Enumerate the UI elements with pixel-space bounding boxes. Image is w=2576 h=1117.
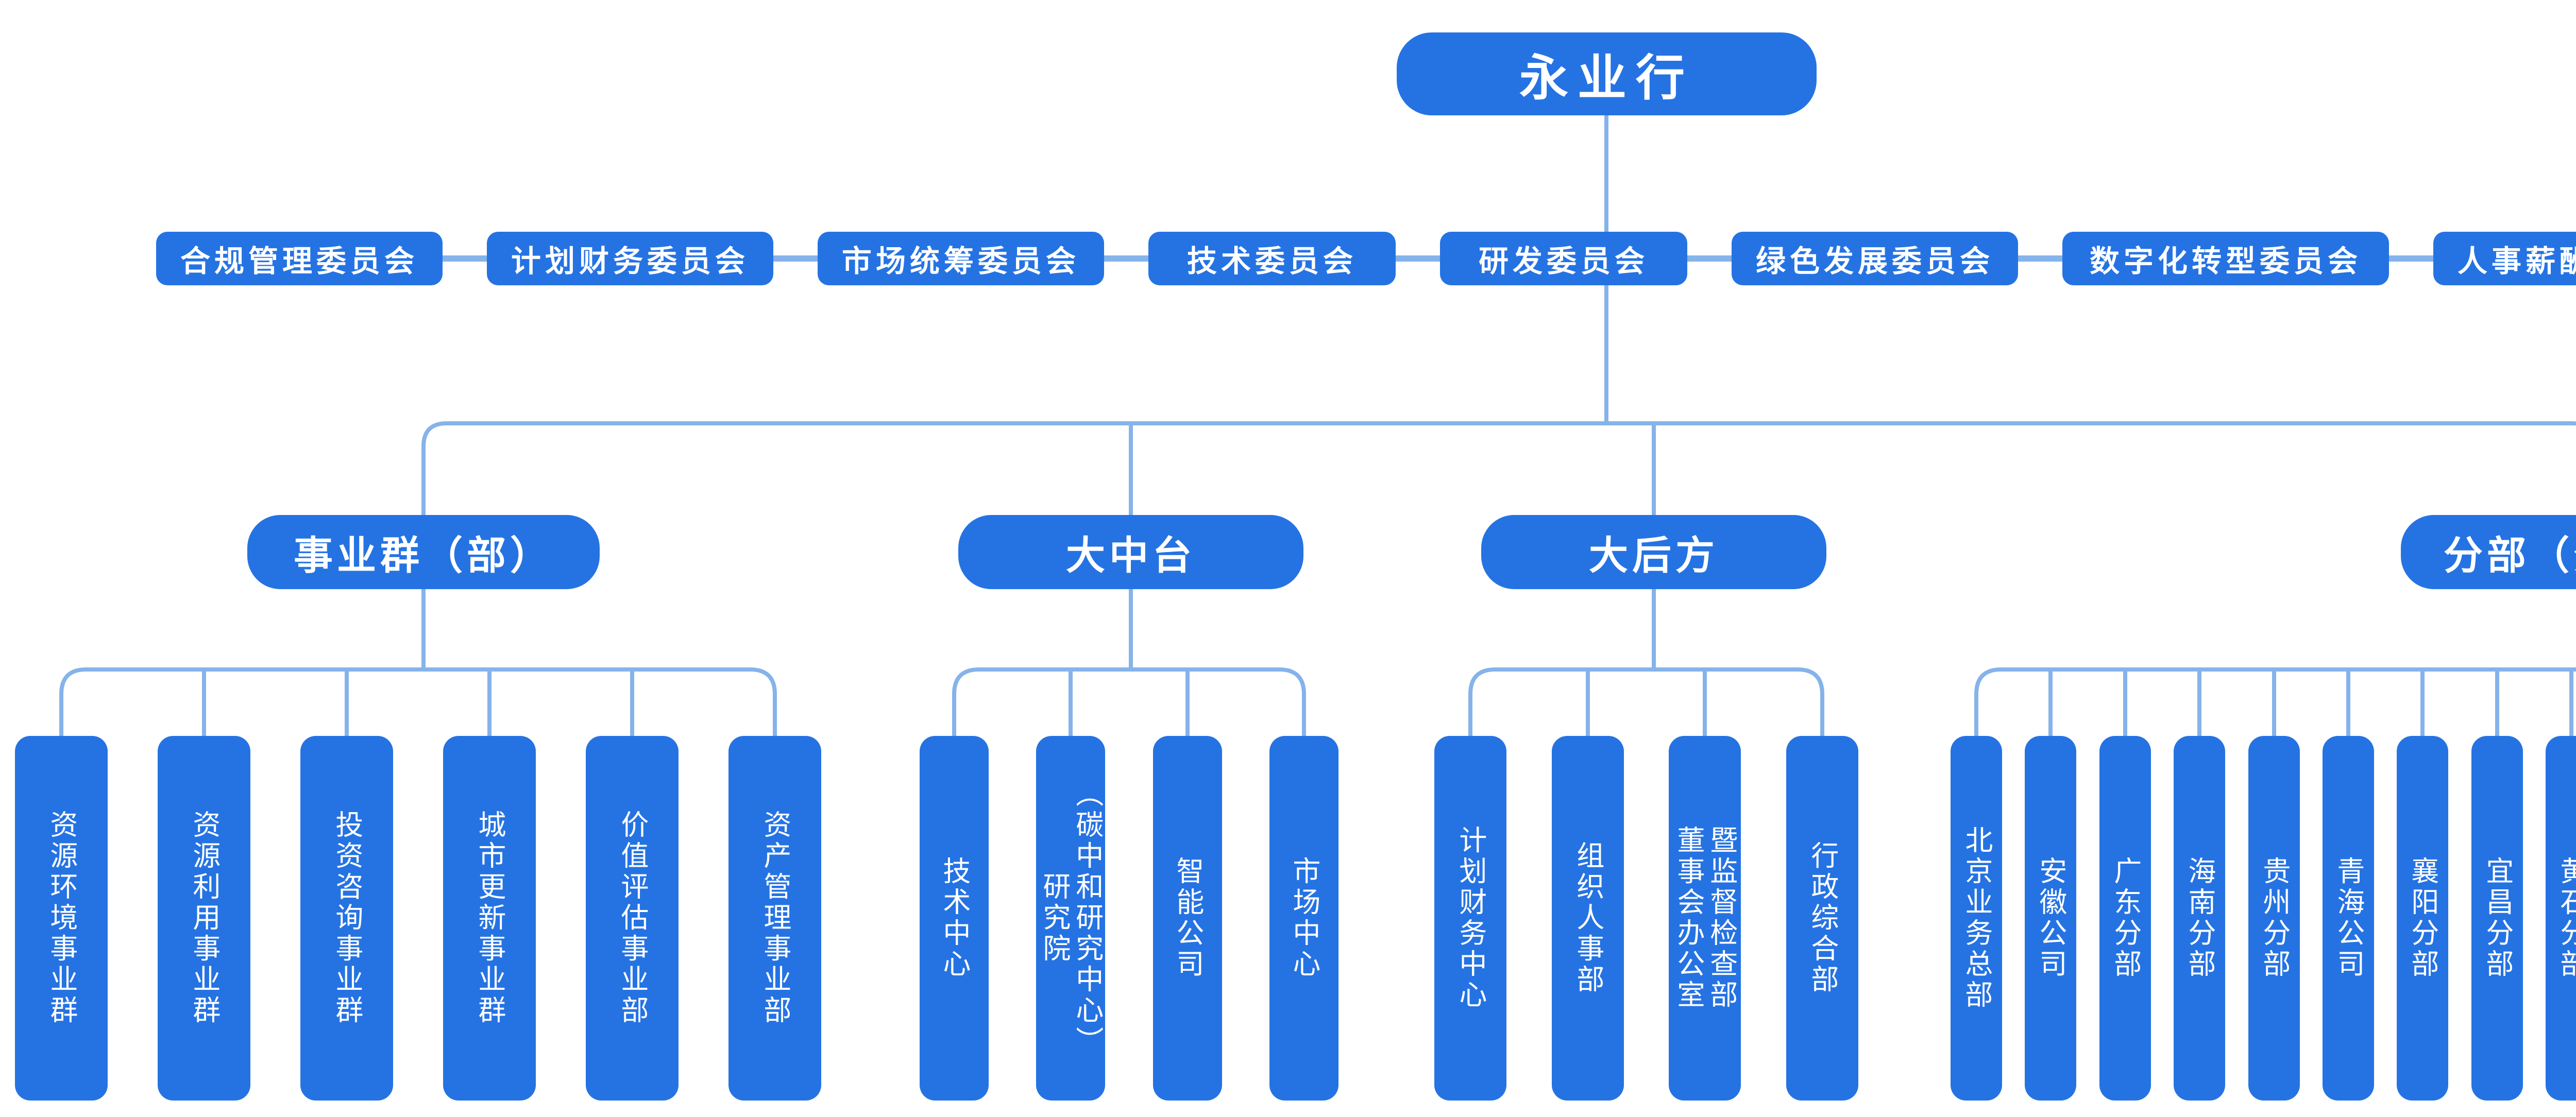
group-node[interactable]: 分部（分公司） xyxy=(2401,515,2576,589)
dept-node-label: 青海公司 xyxy=(2332,856,2365,980)
dept-node[interactable]: 海南分部 xyxy=(2174,736,2225,1101)
dept-node-label: 投资咨询事业群 xyxy=(330,810,363,1026)
dept-node[interactable]: 襄阳分部 xyxy=(2397,736,2448,1101)
dept-node[interactable]: 董事会办公室 暨监督检查部 xyxy=(1669,736,1741,1101)
dept-node-label: 组织人事部 xyxy=(1571,841,1604,995)
dept-node[interactable]: 资源环境事业群 xyxy=(15,736,108,1101)
dept-node-label: 市场中心 xyxy=(1287,856,1320,980)
dept-node[interactable]: 广东分部 xyxy=(2099,736,2151,1101)
dept-node[interactable]: 青海公司 xyxy=(2323,736,2374,1101)
dept-node-label: 智能公司 xyxy=(1171,856,1204,980)
committee-node[interactable]: 技术委员会 xyxy=(1148,232,1396,285)
dept-node[interactable]: 贵州分部 xyxy=(2248,736,2300,1101)
dept-node[interactable]: 计划财务中心 xyxy=(1434,736,1506,1101)
dept-node[interactable]: 行政综合部 xyxy=(1786,736,1858,1101)
dept-node-label: 研究院 （碳中和研究中心） xyxy=(1038,779,1104,1057)
dept-node-label: 广东分部 xyxy=(2109,856,2142,980)
dept-node-label: 宜昌分部 xyxy=(2481,856,2514,980)
group-node[interactable]: 大中台 xyxy=(958,515,1303,589)
dept-node-label: 计划财务中心 xyxy=(1454,826,1487,1011)
dept-node-label: 贵州分部 xyxy=(2258,856,2291,980)
dept-node-label: 价值评估事业部 xyxy=(616,810,649,1026)
dept-node-label: 资源环境事业群 xyxy=(45,810,78,1026)
dept-node[interactable]: 资源利用事业群 xyxy=(158,736,250,1101)
committee-node[interactable]: 计划财务委员会 xyxy=(487,232,773,285)
committee-node[interactable]: 绿色发展委员会 xyxy=(1732,232,2018,285)
dept-node[interactable]: 技术中心 xyxy=(920,736,989,1101)
children-bus-line xyxy=(1468,667,1824,736)
branch-line xyxy=(421,421,2576,515)
committee-node[interactable]: 市场统筹委员会 xyxy=(818,232,1104,285)
dept-node[interactable]: 黄石分部 xyxy=(2546,736,2576,1101)
children-bus-line xyxy=(952,667,1306,736)
dept-node[interactable]: 投资咨询事业群 xyxy=(300,736,393,1101)
committee-node[interactable]: 人事薪酬委员会 xyxy=(2433,232,2576,285)
org-node-root[interactable]: 永业行 xyxy=(1397,32,1817,115)
dept-node[interactable]: 北京业务总部 xyxy=(1951,736,2002,1101)
dept-node[interactable]: 研究院 （碳中和研究中心） xyxy=(1036,736,1105,1101)
dept-node-label: 行政综合部 xyxy=(1806,841,1839,995)
dept-node-label: 海南分部 xyxy=(2183,856,2216,980)
dept-node-label: 安徽公司 xyxy=(2034,856,2067,980)
dept-node-label: 黄石分部 xyxy=(2555,856,2576,980)
dept-node[interactable]: 组织人事部 xyxy=(1552,736,1624,1101)
dept-node-label: 北京业务总部 xyxy=(1960,826,1993,1011)
committee-node[interactable]: 研发委员会 xyxy=(1440,232,1687,285)
group-node[interactable]: 大后方 xyxy=(1481,515,1826,589)
dept-node-label: 资产管理事业部 xyxy=(758,810,791,1026)
dept-node[interactable]: 城市更新事业群 xyxy=(443,736,536,1101)
dept-node-label: 技术中心 xyxy=(938,856,971,980)
dept-node[interactable]: 资产管理事业部 xyxy=(728,736,821,1101)
dept-node[interactable]: 价值评估事业部 xyxy=(586,736,679,1101)
committee-node[interactable]: 合规管理委员会 xyxy=(156,232,443,285)
dept-node[interactable]: 安徽公司 xyxy=(2025,736,2076,1101)
dept-node[interactable]: 智能公司 xyxy=(1153,736,1222,1101)
dept-node[interactable]: 宜昌分部 xyxy=(2471,736,2523,1101)
group-node[interactable]: 事业群（部） xyxy=(247,515,600,589)
children-bus-line xyxy=(59,667,777,736)
dept-node-label: 董事会办公室 暨监督检查部 xyxy=(1672,826,1738,1011)
dept-node[interactable]: 市场中心 xyxy=(1269,736,1338,1101)
dept-node-label: 襄阳分部 xyxy=(2406,856,2439,980)
committee-node[interactable]: 数字化转型委员会 xyxy=(2062,232,2389,285)
dept-node-label: 城市更新事业群 xyxy=(473,810,506,1026)
dept-node-label: 资源利用事业群 xyxy=(188,810,221,1026)
